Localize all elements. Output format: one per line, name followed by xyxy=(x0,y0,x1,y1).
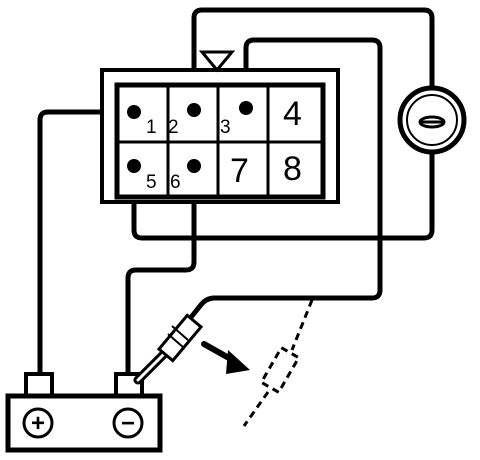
wire-lamp-to-pin5 xyxy=(131,149,435,241)
lamp-icon xyxy=(397,85,467,155)
battery-negative-symbol: − xyxy=(121,410,135,437)
wire-pin6-to-battery-negative xyxy=(125,163,197,381)
pin-label-1: 1 xyxy=(146,117,157,138)
battery-negative-badge xyxy=(112,407,144,439)
pin-dot-1 xyxy=(127,105,141,119)
pin-label-7: 7 xyxy=(230,152,249,190)
pin-label-8: 8 xyxy=(283,150,302,188)
connector-housing xyxy=(100,68,340,204)
pin-label-5: 5 xyxy=(146,172,157,193)
connector-inner-frame xyxy=(114,82,326,200)
wire-pin3-to-probe xyxy=(181,37,383,329)
connector: 1 2 3 4 5 6 7 8 xyxy=(100,50,340,204)
probe-alternate-position xyxy=(242,299,314,427)
battery-positive-symbol: + xyxy=(31,410,45,437)
pin-label-3: 3 xyxy=(220,117,231,138)
triangle-marker-icon xyxy=(198,50,236,73)
pin-dot-2 xyxy=(187,103,201,117)
pin-cell-8 xyxy=(266,140,324,198)
pin-dot-5 xyxy=(127,159,141,173)
pin-label-4: 4 xyxy=(283,95,302,133)
pin-dot-3 xyxy=(239,101,253,115)
wires xyxy=(37,7,435,381)
pin-dot-6 xyxy=(187,159,201,173)
battery-icon: + − xyxy=(5,372,163,453)
pin-label-2: 2 xyxy=(168,117,179,138)
wire-pin2-to-lamp xyxy=(191,7,435,113)
battery-positive-badge xyxy=(22,407,54,439)
test-probe-icon xyxy=(133,313,204,385)
pin-label-6: 6 xyxy=(170,172,181,193)
wire-pin1-to-battery-positive xyxy=(37,109,137,381)
move-arrow-icon xyxy=(201,341,250,374)
